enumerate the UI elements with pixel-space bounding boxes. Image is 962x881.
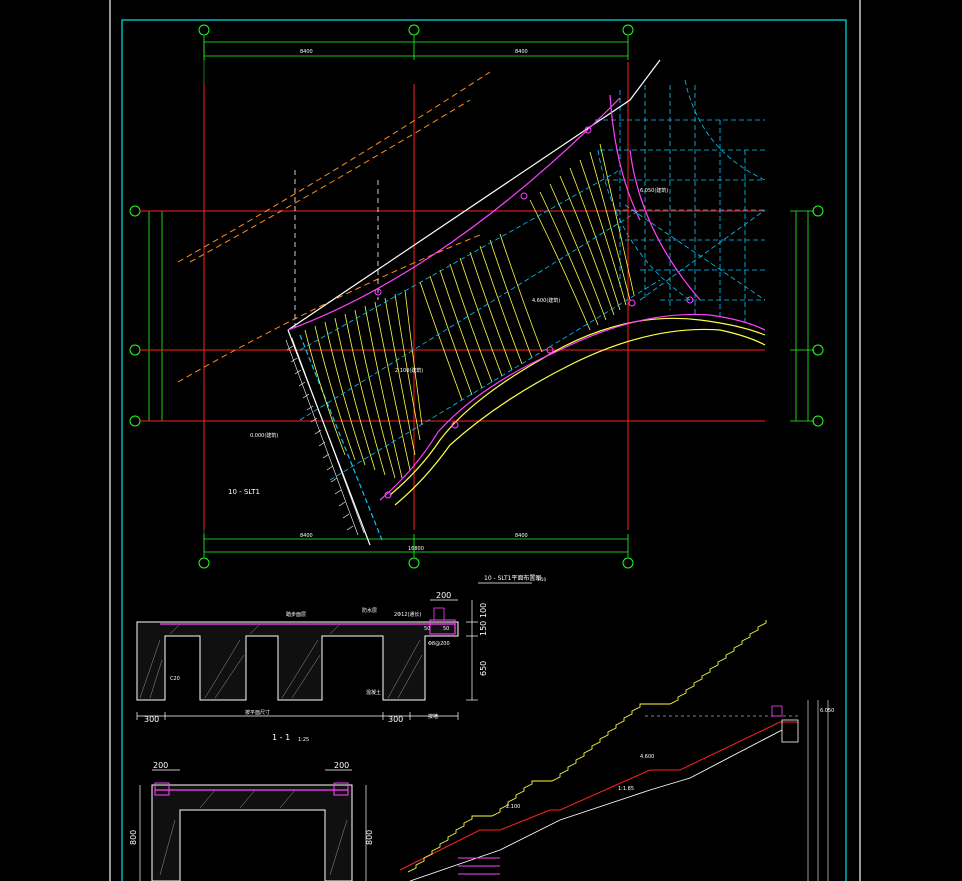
sec22-dim-top-right: 200 xyxy=(334,761,349,770)
sec22-dim-right: 800 xyxy=(365,830,374,845)
sec11-scale: 1:25 xyxy=(298,737,309,743)
sec11-dim-right: 300 xyxy=(388,715,403,724)
guide-lines xyxy=(294,170,379,330)
plan-elev-3: 6.050(建筑) xyxy=(640,187,668,194)
plan-title: 10 - SLT1平面布置图 xyxy=(484,574,541,582)
stair-level-1: 2.100 xyxy=(506,804,520,810)
plan-scale: 1:50 xyxy=(537,577,546,582)
section-1-1: 300 300 200 按平面尺寸 按墙 踏步面层 防水层 2Φ12(通长) Φ… xyxy=(136,591,488,743)
sheet-frame xyxy=(109,0,861,881)
sec11-dim-left: 300 xyxy=(144,715,159,724)
plan-elev-4: 0.000(建筑) xyxy=(250,432,278,439)
sec11-dim-small-2: 50 xyxy=(443,626,449,632)
stair-section: 2.100 4.600 6.050 1:1.85 xyxy=(399,620,834,881)
dimension-lines xyxy=(144,36,814,557)
sec11-dim-v2: 150 xyxy=(479,621,488,636)
plan-dim-bottom-right: 8400 xyxy=(515,533,528,539)
stair-slope: 1:1.85 xyxy=(618,786,634,792)
sec11-dim-end: 按墙 xyxy=(428,713,438,720)
sec11-note-1: 踏步面层 xyxy=(286,611,306,618)
anchor-points xyxy=(374,126,694,499)
sec11-dim-small-1: 50 xyxy=(424,626,430,632)
stair-outline xyxy=(287,59,766,546)
plan-elev-1: 2.100(建筑) xyxy=(395,367,423,374)
sec11-note-3: 2Φ12(通长) xyxy=(394,611,421,618)
plan-view: 8400 8400 8400 8400 16800 2.100(建筑) 4.60… xyxy=(129,24,824,584)
stair-level-2: 4.600 xyxy=(640,754,654,760)
plan-dim-top-left: 8400 xyxy=(300,49,313,55)
sec11-dim-v3: 650 xyxy=(479,661,488,676)
plan-label-left: 10 - SLT1 xyxy=(228,488,260,496)
section-lines xyxy=(299,169,661,481)
sec22-dim-left: 800 xyxy=(129,830,138,845)
paving-grid xyxy=(595,79,766,325)
axis-markers xyxy=(129,24,824,569)
sec11-dim-top: 200 xyxy=(436,591,451,600)
outline-curves xyxy=(177,71,491,383)
sec11-note-2: 防水层 xyxy=(362,607,377,614)
plan-elev-2: 4.600(建筑) xyxy=(532,297,560,304)
stair-treads xyxy=(304,143,635,479)
plan-dim-top-right: 8400 xyxy=(515,49,528,55)
structural-grid xyxy=(140,62,765,530)
sec11-note-6: 混凝土 xyxy=(366,689,381,696)
sec22-dim-top-left: 200 xyxy=(153,761,168,770)
sec11-dim-v1: 100 xyxy=(479,603,488,618)
sec11-note-5: C20 xyxy=(170,676,180,682)
stair-level-3: 6.050 xyxy=(820,708,834,714)
section-2-2: 200 200 800 800 xyxy=(129,761,374,881)
sec11-title: 1 - 1 xyxy=(272,733,290,742)
plan-dim-bottom-total: 16800 xyxy=(408,546,424,552)
wall-hatch xyxy=(285,337,365,536)
sec11-dim-middle: 按平面尺寸 xyxy=(245,709,270,716)
plan-dim-bottom-left: 8400 xyxy=(300,533,313,539)
sec11-note-4: Φ8@200 xyxy=(428,641,450,647)
